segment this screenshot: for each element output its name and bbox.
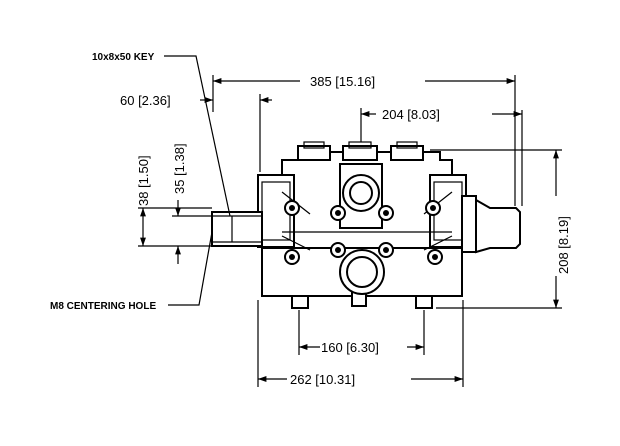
bolt bbox=[425, 200, 441, 216]
dim-mount-holes: 160 [6.30] bbox=[321, 340, 379, 355]
pump-body bbox=[257, 141, 521, 309]
bolt bbox=[378, 242, 394, 258]
inlet-port bbox=[339, 249, 385, 295]
outlet-port bbox=[342, 174, 380, 212]
bolt bbox=[284, 200, 300, 216]
dim-width-35: 35 [1.38] bbox=[172, 143, 187, 194]
bolts bbox=[284, 200, 443, 265]
bolt bbox=[284, 249, 300, 265]
bolt bbox=[378, 205, 394, 221]
centering-hole-label: M8 CENTERING HOLE bbox=[50, 301, 156, 312]
bolt bbox=[330, 242, 346, 258]
bolt bbox=[427, 249, 443, 265]
key-label: 10x8x50 KEY bbox=[92, 52, 155, 63]
dim-center-to-end: 204 [8.03] bbox=[382, 107, 440, 122]
bolt bbox=[330, 205, 346, 221]
dim-overall-length: 385 [15.16] bbox=[310, 74, 375, 89]
dim-height: 208 [8.19] bbox=[556, 216, 571, 274]
dimension-lines bbox=[138, 55, 562, 387]
dim-width-38: 38 [1.50] bbox=[136, 155, 151, 206]
dim-base-width: 262 [10.31] bbox=[290, 372, 355, 387]
dim-shaft-length: 60 [2.36] bbox=[120, 93, 171, 108]
shaft bbox=[211, 211, 263, 247]
